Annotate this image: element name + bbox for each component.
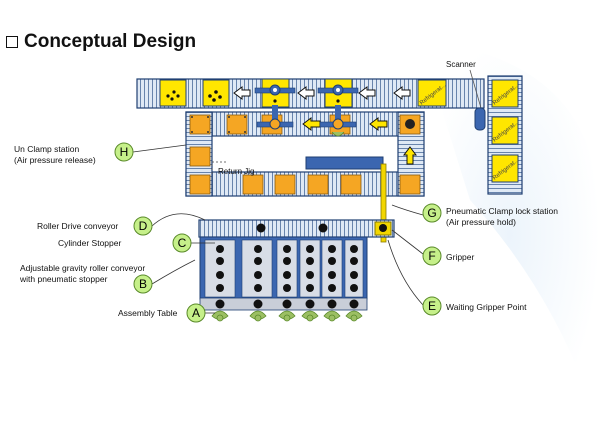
- arrow-left-icon: [233, 86, 251, 100]
- scanner-leader: [469, 69, 482, 109]
- marker-b: B: [133, 274, 153, 294]
- arrow-left-icon: [297, 86, 315, 100]
- jig-pins: [191, 116, 246, 133]
- marker-a: A: [186, 303, 206, 323]
- marker-h: H: [114, 142, 134, 162]
- transfer-gripper-2: [317, 84, 359, 137]
- table-parts: [215, 299, 359, 309]
- leader-lines: [132, 144, 424, 314]
- clamp-label-2: (Air pressure hold): [446, 217, 516, 227]
- arrow-left-icon: [358, 86, 376, 100]
- loop-jigs-left: [189, 146, 211, 195]
- gripper-label: Gripper: [446, 252, 475, 262]
- top-jig-1: [159, 79, 187, 107]
- arrow-left-icon: [369, 117, 388, 131]
- marker-f: F: [422, 246, 442, 266]
- conveyor-parts: [256, 223, 328, 233]
- svg-text:E: E: [428, 299, 436, 313]
- transfer-gripper-1: [254, 84, 296, 130]
- waiting-gripper-label: Waiting Gripper Point: [446, 302, 527, 312]
- marker-d: D: [133, 216, 153, 236]
- center-blue-block: [305, 156, 384, 170]
- svg-text:D: D: [139, 219, 148, 233]
- assembly-operators: [211, 310, 363, 322]
- arrow-up-icon: [403, 146, 417, 165]
- background-swoosh: [420, 40, 600, 430]
- top-refrigerator-jig: Refrigerat...: [417, 79, 448, 107]
- gripper-head: [374, 221, 392, 236]
- top-jig-2: [202, 79, 230, 107]
- marker-g: G: [422, 203, 442, 223]
- gravity-lanes: [204, 239, 364, 298]
- assembly-table-label: Assembly Table: [118, 308, 178, 318]
- marker-e: E: [422, 296, 442, 316]
- scanner-icon: [474, 107, 486, 131]
- svg-text:H: H: [120, 145, 129, 159]
- clamp-jig: [399, 114, 421, 135]
- gravity-label-1: Adjustable gravity roller conveyor: [20, 263, 145, 273]
- scanner-label: Scanner: [446, 60, 476, 69]
- svg-text:F: F: [428, 249, 435, 263]
- unclamp-label-1: Un Clamp station: [14, 144, 79, 154]
- svg-text:G: G: [427, 206, 436, 220]
- svg-text:C: C: [178, 236, 187, 250]
- roller-drive-conveyor: [198, 219, 395, 238]
- clamp-label-1: Pneumatic Clamp lock station: [446, 206, 558, 216]
- gripper-rail-icon: [380, 163, 387, 243]
- unclamp-label-2: (Air pressure release): [14, 155, 96, 165]
- marker-c: C: [172, 233, 192, 253]
- gravity-parts: [216, 245, 358, 292]
- return-jig-dashed-arrow: [211, 161, 228, 174]
- svg-text:B: B: [139, 277, 147, 291]
- svg-text:A: A: [192, 306, 200, 320]
- refrigerator-jig: Refrigerat...: [491, 79, 521, 108]
- roller-drive-label: Roller Drive conveyor: [37, 221, 118, 231]
- cylinder-stopper-label: Cylinder Stopper: [58, 238, 121, 248]
- checkbox-bullet-icon: [6, 36, 18, 48]
- loop-jigs-bottom: [242, 174, 421, 195]
- return-jig-label: Return Jig: [218, 167, 254, 176]
- arrow-left-icon: [393, 86, 411, 100]
- title-text: Conceptual Design: [24, 31, 197, 52]
- page-title: Conceptual Design: [6, 31, 196, 53]
- refrigerator-jig: Refrigerat...: [491, 154, 521, 183]
- gravity-label-2: with pneumatic stopper: [19, 274, 108, 284]
- refrigerator-jig: Refrigerat...: [491, 116, 521, 145]
